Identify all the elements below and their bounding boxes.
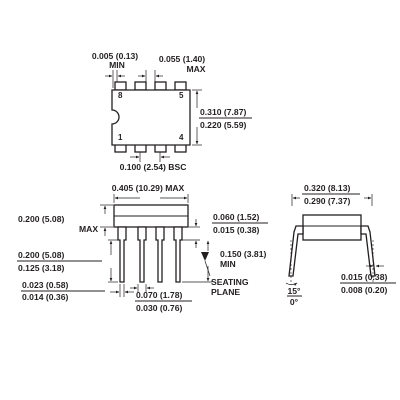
dim-seat-max: 0.200 (5.08): [18, 250, 64, 260]
dim-body-height-max: MAX: [79, 224, 98, 234]
dim-thick-max: 0.015 (0.38): [341, 272, 387, 282]
seating-plane-label-2: PLANE: [211, 287, 240, 297]
dim-angle-max: 15°: [288, 286, 302, 296]
dim-corner: 0.055 (1.40): [159, 54, 205, 64]
dim-standoff-max: 0.060 (1.52): [213, 212, 259, 222]
dim-shoulder-max: 0.070 (1.78): [136, 290, 182, 300]
dim-lead-offset: 0.005 (0.13): [92, 51, 138, 61]
pin-label-4: 4: [179, 133, 184, 142]
package-body-end: [302, 214, 362, 241]
dim-pitch: 0.100 (2.54) BSC: [120, 162, 187, 172]
top-view: 8 5 1 4 0.005 (0.13) MIN 0.055 (1.40) MA…: [92, 51, 252, 172]
dim-height-min: 0.220 (5.59): [200, 120, 246, 130]
dim-length: 0.405 (10.29) MAX: [112, 183, 185, 193]
dim-corner-max: MAX: [186, 64, 205, 74]
top-pin: [114, 81, 127, 91]
seating-plane-marker: [201, 252, 209, 261]
dim-height-max: 0.310 (7.87): [200, 107, 246, 117]
dim-lead-length: 0.150 (3.81): [220, 249, 266, 259]
dim-shoulder-min: 0.030 (0.76): [136, 303, 182, 313]
dim-standoff-min: 0.015 (0.38): [213, 225, 259, 235]
side-view: 0.405 (10.29) MAX 0.200 (5.08) MAX 0.200…: [17, 183, 268, 313]
side-leads: [117, 226, 183, 283]
dim-lead-length-min: MIN: [220, 259, 236, 269]
dim-end-width-min: 0.290 (7.37): [304, 196, 350, 206]
dim-lead-offset-min: MIN: [109, 60, 125, 70]
top-pin: [134, 81, 147, 91]
end-view: 0.320 (8.13) 0.290 (7.37) 15° 0° 0.015 (…: [285, 183, 396, 307]
top-pin: [154, 81, 167, 91]
dim-angle-min: 0°: [290, 297, 299, 307]
dim-seat-min: 0.125 (3.18): [18, 263, 64, 273]
top-pin: [174, 81, 187, 91]
dim-thick-min: 0.008 (0.20): [341, 285, 387, 295]
dim-lead-w-max: 0.023 (0.58): [22, 280, 68, 290]
pin-label-8: 8: [118, 91, 123, 100]
dim-body-height: 0.200 (5.08): [18, 214, 64, 224]
package-body-top: [111, 89, 191, 146]
pin-label-1: 1: [118, 133, 123, 142]
pin-label-5: 5: [179, 91, 184, 100]
dim-end-width-max: 0.320 (8.13): [304, 183, 350, 193]
seating-plane-label: SEATING: [211, 277, 249, 287]
dim-lead-w-min: 0.014 (0.36): [22, 292, 68, 302]
